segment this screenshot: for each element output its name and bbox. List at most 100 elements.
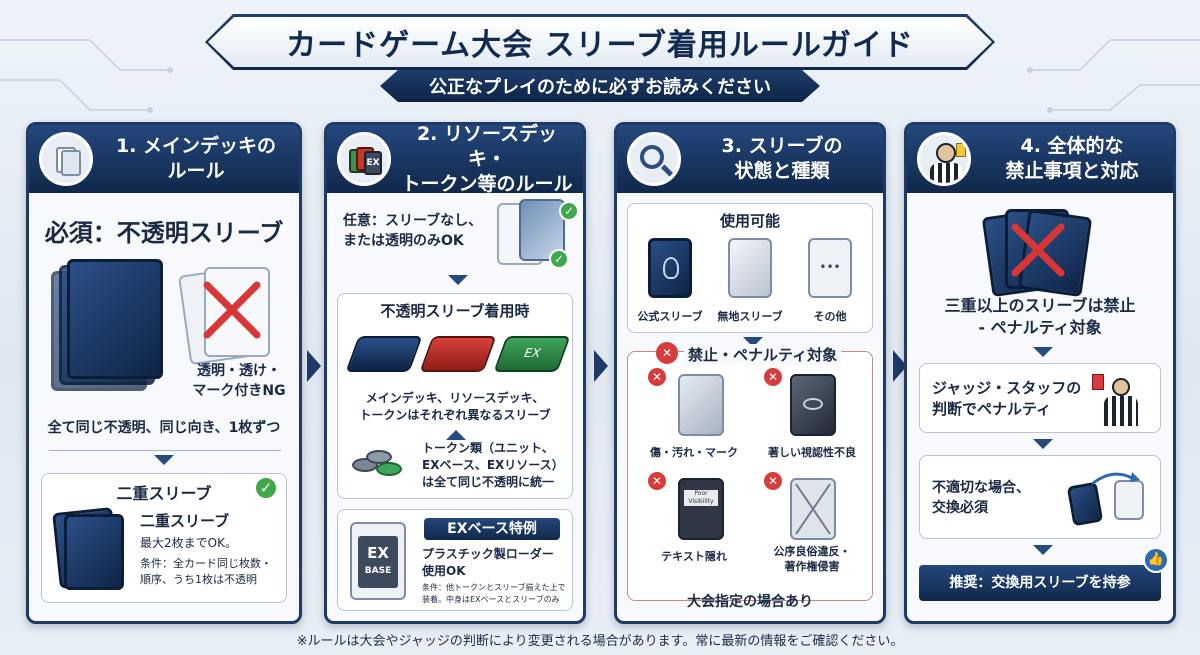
panel-main-deck-title-1: 1. メインデッキの (115, 135, 277, 157)
token-line-2: EXベース、EXリソース） (422, 458, 564, 472)
offensive-sleeve-icon (790, 478, 836, 540)
ng-cross-icon (203, 281, 261, 339)
ex-base-card-line-2: BASE (364, 566, 392, 576)
exchange-line-1: 不適切な場合、 (932, 480, 1030, 496)
panel-general-title-1: 4. 全体的な (1020, 135, 1124, 157)
ex-base-exception-label: EXベース特例 (424, 518, 560, 540)
ng-text-line-2: マーク付きNG (192, 383, 286, 399)
ban-x-icon: ✕ (764, 368, 782, 386)
magnifier-icon (627, 132, 681, 186)
panel-condition-title-1: 3. スリーブの (721, 135, 843, 157)
triple-line-1: 三重以上のスリーブは禁止 (944, 296, 1136, 315)
down-arrow-icon (448, 275, 468, 285)
ex-base-card: EX BASE (358, 536, 398, 588)
loader-ok-text: プラスチック製ローダー 使用OK (422, 546, 554, 580)
optional-text: 任意：スリーブなし、 または透明のみOK (343, 211, 482, 251)
panel-general-rules: 4. 全体的な 禁止事項と対応 三重以上のスリーブは禁止 - ペナルティ対象 ジ… (904, 122, 1176, 624)
panel-main-deck-header: 1. メインデッキの ルール (29, 125, 299, 193)
loader-condition-text: 条件：他トークンとスリーブ揃えた上で 装着。中身はEXベースとスリーブのみ (422, 582, 566, 606)
up-arrow-icon (446, 430, 466, 440)
down-arrow-icon (743, 337, 763, 347)
other-sleeve-icon: ••• (808, 238, 852, 298)
panel-condition-title-2: 状態と種類 (734, 160, 830, 182)
thumbs-up-icon: 👍 (1143, 547, 1169, 573)
exchange-line-2: 交換必須 (932, 500, 988, 516)
opaque-sleeve-title: 不透明スリーブ着用時 (380, 302, 530, 320)
navy-deck-icon (345, 336, 423, 372)
double-sleeve-heading: 二重スリーブ (140, 512, 230, 530)
down-arrow-icon (1033, 545, 1053, 555)
ban-icon: ✕ (656, 342, 678, 364)
plain-sleeve-icon (728, 238, 772, 298)
banned-label-text-hidden: テキスト隠れ (661, 550, 727, 563)
ex-base-loader-icon: EX BASE (350, 522, 406, 600)
panel-resource-title-1: 2. リソースデッキ・ (416, 122, 558, 170)
banned-label-offensive: 公序良俗違反・ 著作権侵害 (754, 544, 870, 574)
green-ex-deck-icon: EX (493, 336, 571, 372)
double-sleeve-cond-2: 順序、うち1枚は不透明 (140, 573, 257, 586)
check-icon: ✓ (559, 201, 579, 221)
text-hidden-sleeve-icon: Poor Visibility (678, 478, 724, 540)
double-sleeve-condition: 条件：全カード同じ枚数・ 順序、うち1枚は不透明 (140, 556, 272, 588)
judge-penalty-box: ジャッジ・スタッフの 判断でペナルティ (919, 363, 1161, 433)
down-arrow-icon (154, 455, 174, 465)
ng-text-line-1: 透明・透け・ (197, 363, 281, 379)
loader-line-2: 使用OK (422, 564, 466, 578)
scratched-sleeve-icon (678, 374, 724, 436)
banned-box: ✕ 禁止・ペナルティ対象 ✕ 傷・汚れ・マーク ✕ 著しい視認性不良 ✕ Poo… (627, 342, 873, 601)
ban-x-icon: ✕ (764, 472, 782, 490)
panel-resource-deck-header: EX 2. リソースデッキ・ トークン等のルール (327, 122, 583, 195)
tournament-designated-text: 大会指定の場合あり (687, 594, 813, 610)
different-sleeve-text: メインデッキ、リソースデッキ、 トークンはそれぞれ異なるスリーブ (338, 390, 572, 424)
exchange-sleeve-icon (1062, 468, 1156, 532)
panel-sleeve-condition: 3. スリーブの 状態と種類 使用可能 ••• 公式スリーブ 無地スリーブ その… (614, 122, 886, 624)
banned-offensive-line-2: 著作権侵害 (784, 560, 840, 573)
usable-title: 使用可能 (719, 212, 780, 230)
page-subtitle: 公正なプレイのために必ずお読みください (429, 77, 771, 98)
triple-ban-cross-icon (1011, 223, 1065, 277)
judge-penalty-text: ジャッジ・スタッフの 判断でペナルティ (932, 378, 1081, 420)
footnote: ※ルールは大会やジャッジの判断により変更される場合があります。常に最新の情報をご… (296, 634, 904, 649)
token-line-3: は全て同じ不透明に統一 (422, 475, 555, 489)
banned-label-scratch: 傷・汚れ・マーク (650, 446, 738, 459)
usable-label-plain: 無地スリーブ (717, 310, 783, 323)
recommend-banner: 推奨：交換用スリーブを持参 (919, 565, 1161, 601)
banned-offensive-line-1: 公序良俗違反・ (773, 545, 851, 558)
token-coins-icon (352, 446, 402, 480)
divider (49, 450, 281, 451)
sleeves-stack-icon (39, 132, 93, 186)
token-line-1: トークン類（ユニット、 (422, 441, 554, 455)
panel-main-deck-title-2: ルール (167, 160, 225, 182)
optional-line-2: または透明のみOK (343, 233, 464, 249)
cond-line-2: 装着。中身はEXベースとスリーブのみ (422, 595, 560, 604)
red-deck-icon (419, 336, 497, 372)
flow-arrow-3 (893, 350, 907, 382)
judge-line-1: ジャッジ・スタッフの (932, 379, 1082, 397)
double-sleeve-max: 最大2枚までOK。 (140, 536, 237, 550)
judge-icon (917, 132, 971, 186)
triple-line-2: - ペナルティ対象 (978, 318, 1102, 337)
panel-main-deck: 1. メインデッキの ルール 必須：不透明スリーブ 透明・透け・ マーク付きNG… (26, 122, 302, 624)
subtitle-banner: 公正なプレイのために必ずお読みください (380, 70, 820, 102)
title-banner: カードゲーム大会 スリーブ着用ルールガイド (205, 14, 995, 70)
exchange-required-text: 不適切な場合、 交換必須 (932, 478, 1030, 518)
ban-x-icon: ✕ (648, 472, 666, 490)
referee-red-card-icon (1092, 374, 1148, 428)
required-opaque-text: 必須：不透明スリーブ (44, 219, 284, 247)
resource-cards-icon: EX (337, 132, 391, 186)
usable-label-official: 公式スリーブ (637, 310, 703, 323)
exchange-required-box: 不適切な場合、 交換必須 (919, 455, 1161, 539)
double-sleeve-card-front (64, 514, 124, 590)
usable-label-other: その他 (813, 310, 847, 323)
flow-arrow-2 (594, 350, 608, 382)
diff-line-2: トークンはそれぞれ異なるスリーブ (359, 408, 551, 422)
same-sleeve-text: 全て同じ不透明、同じ向き、1枚ずつ (47, 420, 281, 436)
double-sleeve-cond-1: 条件：全カード同じ枚数・ (140, 557, 272, 570)
ex-base-box: EX BASE EXベース特例 プラスチック製ローダー 使用OK 条件：他トーク… (337, 509, 573, 611)
flow-arrow-1 (307, 350, 321, 382)
triple-sleeve-banned-text: 三重以上のスリーブは禁止 - ペナルティ対象 (907, 295, 1173, 339)
ban-x-icon: ✕ (648, 368, 666, 386)
panel-general-title-2: 禁止事項と対応 (1005, 160, 1139, 182)
check-icon: ✓ (254, 476, 278, 500)
panel-condition-header: 3. スリーブの 状態と種類 (617, 125, 883, 193)
